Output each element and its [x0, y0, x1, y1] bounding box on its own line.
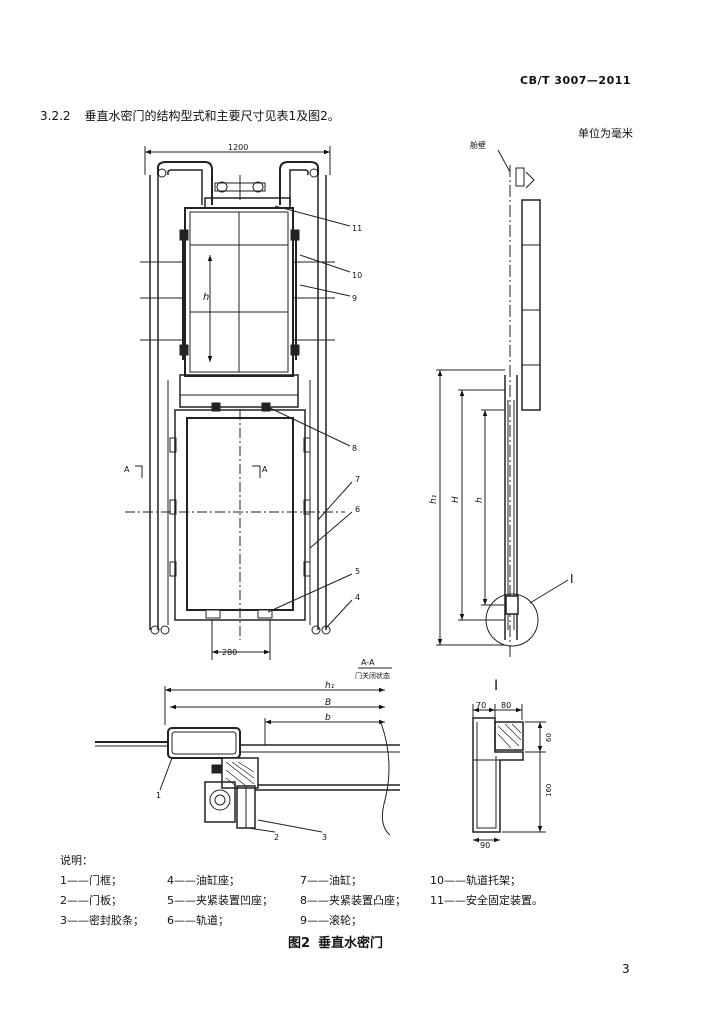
bulkhead-label: 舱壁: [470, 140, 486, 150]
dim-280: 280: [222, 648, 237, 657]
dim-1200: 1200: [228, 143, 248, 152]
dim-90: 90: [480, 841, 490, 850]
section-mark-a-left: A: [124, 465, 130, 474]
detail-view: [472, 704, 546, 843]
side-view-labels: 舱壁 h₁ H h I: [429, 140, 574, 586]
legend-item: 1——门框；: [60, 874, 122, 887]
callout-2: 2: [274, 833, 279, 842]
legend-grid: 1——门框； 4——油缸座； 7——油缸； 10——轨道托架； 2——门板； 5…: [60, 872, 660, 928]
dim-60: 60: [545, 733, 553, 742]
dim-B-section: B: [325, 698, 331, 708]
callout-10: 10: [352, 271, 362, 280]
legend-item: 2——门板；: [60, 894, 122, 907]
callout-1: 1: [156, 791, 161, 800]
front-view: [125, 146, 353, 660]
section-mark-a-right: A: [262, 465, 268, 474]
figure-title: 垂直水密门: [318, 936, 384, 951]
dim-h-front: h: [203, 292, 209, 303]
legend-item: 9——滚轮；: [300, 914, 362, 927]
legend-item: [430, 912, 630, 928]
legend-item: 4——油缸座；: [167, 874, 240, 887]
section-text: 垂直水密门的结构型式和主要尺寸见表1及图2。: [84, 109, 340, 123]
section-subtitle: 门关闭状态: [355, 671, 390, 680]
callout-11: 11: [352, 224, 362, 233]
callout-5: 5: [355, 567, 360, 576]
legend-item: 5——夹紧装置凹座；: [167, 894, 273, 907]
dim-160: 160: [545, 784, 553, 797]
section-paragraph: 3.2.2 垂直水密门的结构型式和主要尺寸见表1及图2。: [40, 107, 340, 124]
legend-item: 11——安全固定装置。: [430, 894, 543, 907]
dim-80: 80: [501, 701, 511, 710]
legend-item: 6——轨道；: [167, 914, 229, 927]
section-number: 3.2.2: [40, 109, 71, 123]
section-view: [95, 667, 400, 836]
callout-7: 7: [355, 475, 360, 484]
figure-caption: 图2 垂直水密门: [288, 932, 383, 951]
callout-4: 4: [355, 593, 360, 602]
section-view-labels: A-A 门关闭状态 h₁ B b 1 2 3: [156, 658, 390, 842]
legend-title: 说明：: [60, 854, 93, 867]
legend-item: 7——油缸；: [300, 874, 362, 887]
side-view: [436, 149, 569, 660]
detail-title: I: [494, 678, 498, 694]
callout-9: 9: [352, 294, 357, 303]
detail-view-labels: I 70 80 60 160 90: [476, 678, 553, 850]
standard-code: CB/T 3007—2011: [520, 74, 632, 87]
page-number: 3: [622, 962, 630, 976]
technical-drawing: 1200 280 h A A 11 10 9 8 7 6 5 4: [95, 140, 574, 850]
dim-70: 70: [476, 701, 486, 710]
dim-h-side: h: [475, 497, 485, 503]
dim-H-side: H: [451, 496, 461, 503]
legend-item: 3——密封胶条；: [60, 914, 144, 927]
callout-6: 6: [355, 505, 360, 514]
dim-b-section: b: [325, 713, 331, 723]
figure-number: 图2: [288, 936, 311, 951]
callout-8: 8: [352, 444, 357, 453]
legend-item: 10——轨道托架；: [430, 874, 521, 887]
legend: 说明： 1——门框； 4——油缸座； 7——油缸； 10——轨道托架； 2——门…: [60, 852, 660, 928]
dim-h1-side: h₁: [429, 494, 439, 504]
unit-note: 单位为毫米: [578, 127, 633, 140]
front-view-labels: 1200 280 h A A 11 10 9 8 7 6 5 4: [124, 143, 362, 657]
legend-item: 8——夹紧装置凸座；: [300, 894, 406, 907]
detail-mark: I: [570, 572, 574, 586]
dim-h1-section: h₁: [325, 681, 335, 691]
callout-3: 3: [322, 833, 327, 842]
section-title: A-A: [361, 658, 375, 667]
